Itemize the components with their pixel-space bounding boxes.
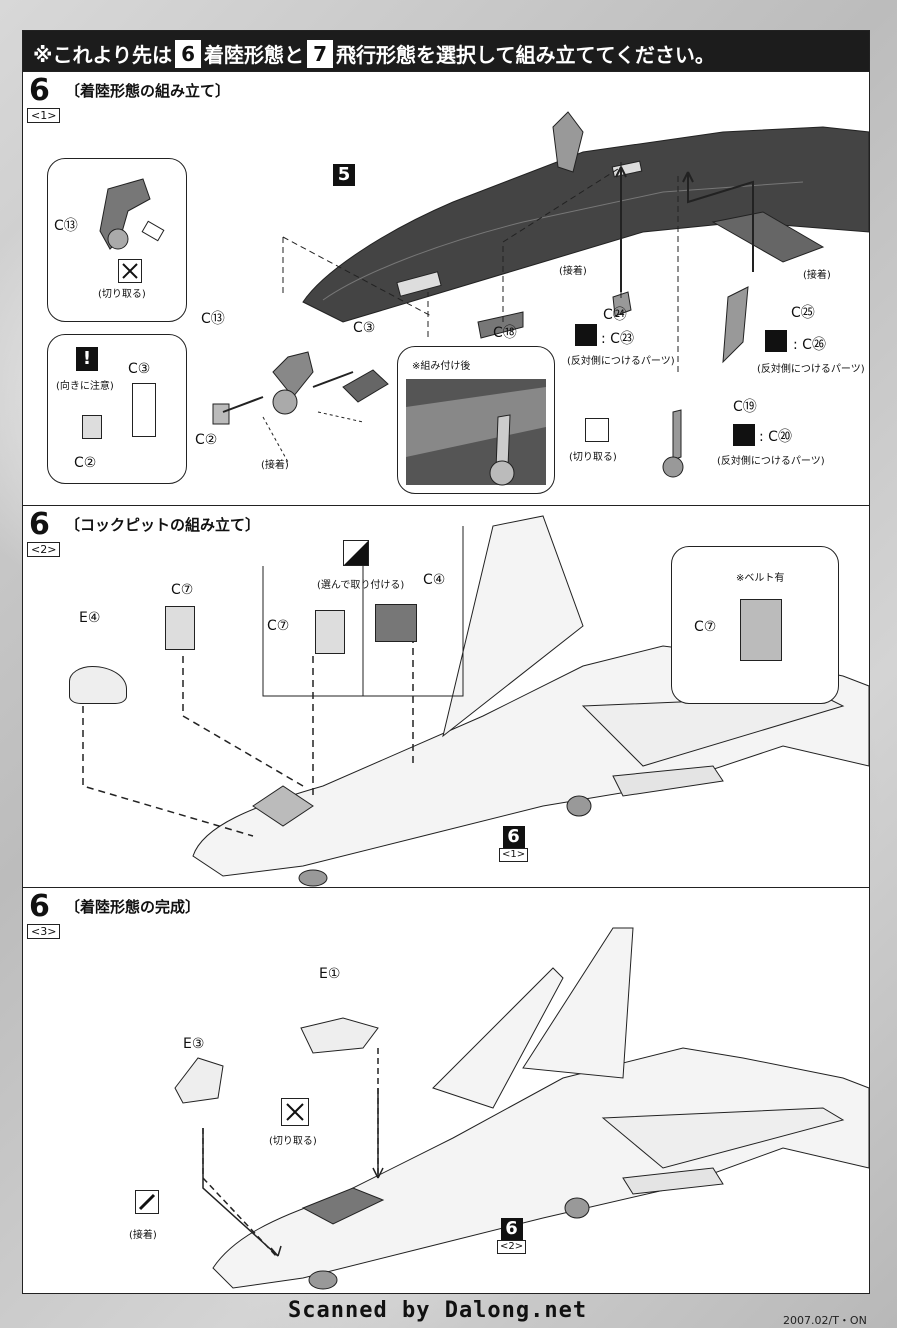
- step-sub: <1>: [27, 108, 61, 123]
- glue-label: (接着): [129, 1230, 157, 1241]
- cut-icon: [281, 1098, 309, 1126]
- part-label-e3: E③: [183, 1036, 205, 1052]
- header-mid: 着陸形態と: [204, 43, 305, 67]
- part-c2-drawing: [82, 415, 102, 439]
- header-step-a: 6: [175, 39, 202, 68]
- inset-seat-belt: ※ベルト有 C⑦: [671, 546, 839, 704]
- landing-gear-part-drawing: [99, 178, 165, 250]
- step-number: 6: [29, 889, 50, 924]
- inset-cut-c13: C⑬ (切り取る): [47, 158, 187, 322]
- step-title: 〔コックピットの組み立て〕: [65, 516, 261, 534]
- scan-credit: Scanned by Dalong.net: [288, 1298, 588, 1323]
- ref-step-5: 5: [333, 164, 355, 186]
- glue-label-3: (接着): [803, 270, 831, 281]
- part-label-c19: C⑲: [733, 399, 757, 415]
- seat-c7-drawing: [315, 610, 345, 654]
- glue-label-1: (接着): [261, 460, 289, 471]
- caution-icon: !: [76, 347, 98, 371]
- canopy-e4-drawing: [69, 666, 127, 704]
- seat-c7-drawing: [165, 606, 195, 650]
- header-step-b: 7: [307, 39, 334, 68]
- choose-icon: [343, 540, 369, 566]
- header-banner: ※これより先は 6 着陸形態と 7 飛行形態を選択して組み立ててください。: [23, 31, 869, 71]
- part-label-c23: : C㉓: [601, 331, 634, 347]
- after-assembly-label: ※組み付け後: [412, 361, 471, 372]
- inset-orientation: ! (向きに注意) C② C③: [47, 334, 187, 484]
- cut-icon: [585, 418, 609, 442]
- opposite-side-label-1: (反対側につけるパーツ): [567, 356, 675, 367]
- header-suffix: 飛行形態を選択して組み立ててください。: [336, 43, 715, 67]
- opposite-side-icon: [733, 424, 755, 446]
- opposite-side-icon: [575, 324, 597, 346]
- step-sub: <2>: [27, 542, 61, 557]
- part-label-e4: E④: [79, 610, 101, 626]
- part-label-c3: C③: [353, 320, 376, 336]
- step-title: 〔着陸形態の組み立て〕: [65, 82, 231, 100]
- opposite-side-icon: [765, 330, 787, 352]
- step-title: 〔着陸形態の完成〕: [65, 898, 201, 916]
- part-c3-drawing: [132, 383, 156, 437]
- step-6-2-panel: 6 <2> 〔コックピットの組み立て〕 E④ C⑦ C: [23, 505, 870, 888]
- after-assembly-drawing: [406, 379, 546, 486]
- cockpit-c4-drawing: [375, 604, 417, 642]
- part-label-e1: E①: [319, 966, 341, 982]
- step-6-1-panel: 6 <1> 〔着陸形態の組み立て〕: [23, 71, 870, 506]
- header-prefix: ※これより先は: [33, 43, 173, 67]
- glue-label-2: (接着): [559, 266, 587, 277]
- step-6-3-panel: 6 <3> 〔着陸形態の完成〕 E① E③: [23, 887, 870, 1294]
- belt-note: ※ベルト有: [736, 573, 785, 584]
- cut-icon: [118, 259, 142, 283]
- belted-seat-drawing: [740, 599, 782, 661]
- opposite-side-label-2: (反対側につけるパーツ): [757, 364, 865, 375]
- opposite-side-label-3: (反対側につけるパーツ): [717, 456, 825, 467]
- part-label-c3: C③: [128, 361, 151, 377]
- step-number: 6: [29, 73, 50, 108]
- part-label-c7-a: C⑦: [171, 582, 194, 598]
- part-label-c26: : C㉖: [793, 337, 826, 353]
- cut-label: (切り取る): [98, 289, 146, 300]
- part-label-c24: C㉔: [603, 307, 627, 323]
- part-label-c4: C④: [423, 572, 446, 588]
- print-code: 2007.02/T・ON: [783, 1314, 867, 1327]
- instruction-sheet: ※これより先は 6 着陸形態と 7 飛行形態を選択して組み立ててください。 6 …: [22, 30, 870, 1294]
- part-label-c20: : C⑳: [759, 429, 792, 445]
- part-label-c18: C⑱: [493, 325, 517, 341]
- aircraft-complete-illustration: [174, 927, 870, 1290]
- ref-step-6-2: 6 <2>: [497, 1218, 527, 1254]
- aircraft-underside-illustration: [212, 111, 870, 478]
- inset-after-assembly: ※組み付け後: [397, 346, 555, 494]
- part-label-c7: C⑦: [694, 619, 717, 635]
- glue-icon: [135, 1190, 159, 1214]
- cut-label-2: (切り取る): [569, 452, 617, 463]
- part-label: C⑬: [54, 218, 78, 234]
- cut-label: (切り取る): [269, 1136, 317, 1147]
- part-label-c13: C⑬: [201, 311, 225, 327]
- caution-label: (向きに注意): [56, 381, 114, 392]
- step-sub: <3>: [27, 924, 61, 939]
- part-label-c7-b: C⑦: [267, 618, 290, 634]
- choose-label: (選んで取り付ける): [317, 580, 405, 591]
- part-label-c2: C②: [195, 432, 218, 448]
- step-number: 6: [29, 507, 50, 542]
- ref-step-6-1: 6 <1>: [499, 826, 529, 862]
- part-label-c25: C㉕: [791, 305, 815, 321]
- part-label-c2: C②: [74, 455, 97, 471]
